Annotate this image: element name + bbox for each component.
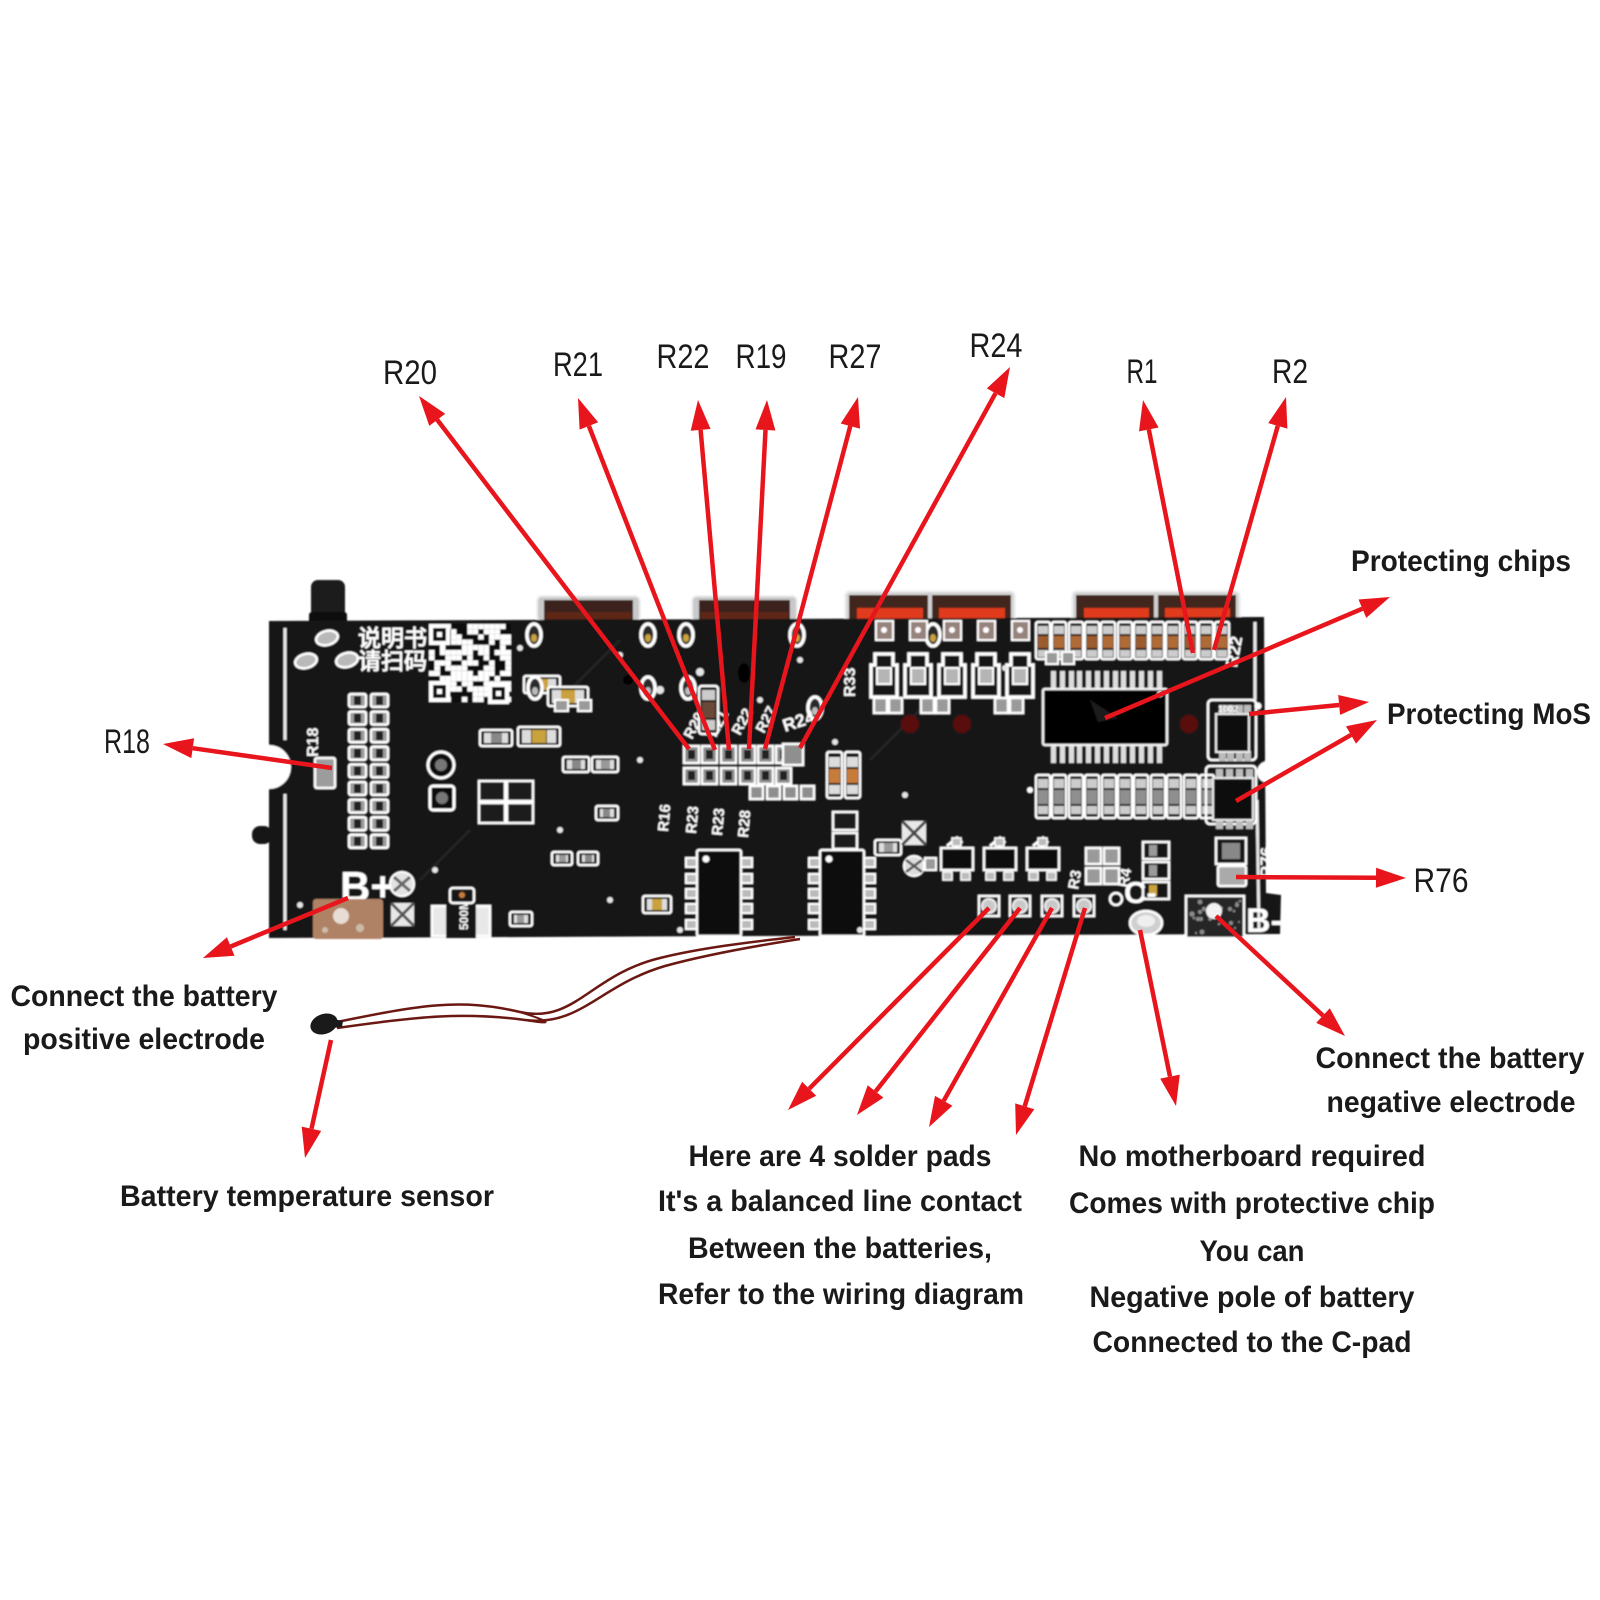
svg-text:R19: R19	[736, 338, 787, 376]
svg-text:R23: R23	[683, 805, 702, 834]
svg-text:R2: R2	[1272, 353, 1308, 391]
svg-text:Comes with protective chip: Comes with protective chip	[1069, 1187, 1435, 1220]
svg-text:No motherboard required: No motherboard required	[1079, 1140, 1426, 1173]
svg-text:C-: C-	[1124, 875, 1157, 910]
svg-text:1002: 1002	[1218, 704, 1238, 714]
svg-text:Connect the battery: Connect the battery	[11, 980, 278, 1013]
svg-text:R23: R23	[709, 807, 728, 836]
svg-text:R1: R1	[1127, 353, 1158, 391]
svg-text:positive electrode: positive electrode	[23, 1023, 265, 1056]
svg-text:Connected to the C-pad: Connected to the C-pad	[1093, 1326, 1412, 1359]
svg-text:R27: R27	[829, 338, 882, 376]
svg-text:R18: R18	[104, 723, 150, 761]
svg-text:R18: R18	[305, 728, 322, 757]
svg-text:R22: R22	[657, 338, 710, 376]
svg-text:R3: R3	[1065, 869, 1085, 891]
svg-text:R20: R20	[383, 354, 437, 392]
svg-text:R76: R76	[1257, 847, 1276, 878]
svg-text:Battery temperature sensor: Battery temperature sensor	[120, 1180, 494, 1213]
svg-text:R76: R76	[1414, 862, 1469, 900]
svg-text:You can: You can	[1200, 1235, 1305, 1268]
svg-text:Here are 4 solder pads: Here are 4 solder pads	[689, 1140, 992, 1173]
svg-text:Connect the battery: Connect the battery	[1316, 1042, 1585, 1075]
svg-text:R4: R4	[1115, 866, 1135, 888]
svg-text:R16: R16	[655, 803, 674, 832]
svg-text:R24: R24	[970, 327, 1023, 365]
svg-text:B-: B-	[1246, 902, 1282, 940]
svg-text:Negative pole of battery: Negative pole of battery	[1090, 1281, 1415, 1314]
svg-text:R28: R28	[735, 809, 754, 838]
svg-text:说明书: 说明书	[358, 625, 427, 651]
svg-text:R21: R21	[553, 346, 603, 384]
svg-text:Between the batteries,: Between the batteries,	[688, 1232, 992, 1265]
svg-text:R33: R33	[842, 668, 859, 697]
svg-text:请扫码: 请扫码	[358, 648, 427, 674]
svg-text:500M: 500M	[457, 900, 471, 930]
svg-text:negative electrode: negative electrode	[1327, 1086, 1576, 1119]
svg-text:It's a balanced line contact: It's a balanced line contact	[658, 1185, 1022, 1218]
svg-text:Refer to the wiring diagram: Refer to the wiring diagram	[658, 1278, 1024, 1311]
svg-text:Protecting chips: Protecting chips	[1351, 545, 1571, 578]
svg-text:Protecting MoS: Protecting MoS	[1387, 698, 1591, 731]
